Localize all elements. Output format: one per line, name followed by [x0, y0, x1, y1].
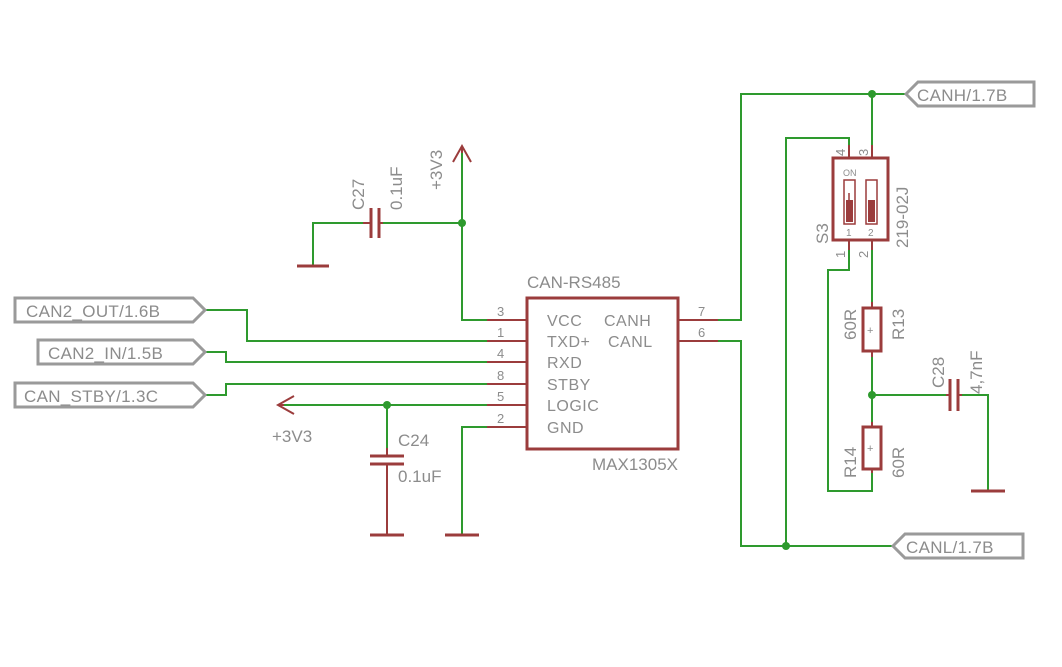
supply-top-label: +3V3 — [427, 150, 446, 190]
ic-pin-name: TXD+ — [547, 334, 590, 351]
r13-value: 60R — [841, 309, 860, 340]
supply-left-label: +3V3 — [272, 427, 312, 446]
c27-value: 0.1uF — [387, 167, 406, 210]
ic-body — [525, 296, 680, 451]
s3-pin1: 1 — [833, 251, 848, 258]
port-can2-in: CAN2_IN/1.5B — [36, 338, 208, 366]
c28-name: C28 — [929, 357, 948, 388]
port-can-stby: CAN_STBY/1.3C — [13, 381, 208, 409]
junction-dot — [868, 391, 876, 399]
junctions — [383, 90, 876, 550]
s3-on-text: ON — [843, 168, 857, 178]
s3-pin3: 3 — [856, 149, 871, 156]
s3-name: S3 — [813, 223, 832, 244]
ic-pin-name: VCC — [547, 313, 582, 330]
wire-gnd — [461, 426, 527, 535]
wire-s3-r14 — [827, 250, 873, 492]
ic-pin-num: 3 — [497, 304, 504, 319]
capacitor-c28: C28 4,7nF — [929, 351, 986, 411]
ic-name: CAN-RS485 — [527, 273, 621, 292]
junction-dot — [782, 542, 790, 550]
r14-value: 60R — [889, 447, 908, 478]
r13-plus: + — [867, 325, 873, 337]
r14-plus: + — [867, 443, 873, 455]
junction-dot — [458, 219, 466, 227]
s3-sw2-label: 2 — [868, 228, 874, 239]
s3-pin4: 4 — [833, 149, 848, 156]
port-can2-out-label: CAN2_OUT/1.6B — [26, 302, 160, 321]
r13-name: R13 — [889, 309, 908, 340]
dip-switch-s3: ON 1 2 4 3 1 2 S3 219-02J — [813, 145, 912, 258]
ic-pin-num: 1 — [497, 325, 504, 340]
ic-pin-num: 8 — [497, 368, 504, 383]
port-canl: CANL/1.7B — [890, 532, 1025, 560]
r14-name: R14 — [841, 447, 860, 478]
wire-can-stby — [205, 383, 527, 396]
port-can2-in-label: CAN2_IN/1.5B — [48, 344, 163, 363]
s3-slider-2 — [868, 200, 875, 222]
port-can2-out: CAN2_OUT/1.6B — [13, 296, 208, 324]
s3-sw1-label: 1 — [846, 228, 852, 239]
ic-pin-name: GND — [547, 420, 584, 437]
resistor-r13: + 60R R13 — [841, 302, 908, 357]
ic-pin-name: LOGIC — [547, 398, 599, 415]
wire-vcc-supply — [461, 153, 527, 321]
wire-c28-gnd — [962, 394, 989, 491]
capacitor-c27: C27 0.1uF — [349, 167, 406, 238]
junction-dot — [383, 401, 391, 409]
c24-value: 0.1uF — [398, 467, 441, 486]
ic-pin-name: CANH — [604, 313, 651, 330]
ic-pin-name: CANL — [608, 334, 653, 351]
capacitor-c24: C24 0.1uF — [370, 431, 441, 535]
wire-can2-out — [205, 309, 527, 342]
wires — [205, 93, 989, 547]
ic-pin-num: 6 — [698, 325, 705, 340]
c24-name: C24 — [398, 431, 429, 450]
port-canl-label: CANL/1.7B — [906, 538, 994, 557]
wire-c27-gnd — [312, 222, 363, 266]
ic-pin-num: 4 — [497, 346, 504, 361]
ic-can-rs485: CAN-RS485 MAX1305X 3 1 4 8 5 2 VCC TXD+ … — [487, 273, 718, 474]
wire-can2-in — [205, 351, 527, 363]
ic-value: MAX1305X — [592, 455, 678, 474]
junction-dot — [868, 90, 876, 98]
c27-name: C27 — [349, 179, 368, 210]
port-canh: CANH/1.7B — [903, 80, 1036, 108]
supply-3v3-top: +3V3 — [427, 143, 472, 190]
ic-pin-num: 7 — [698, 304, 705, 319]
port-canh-label: CANH/1.7B — [917, 86, 1008, 105]
s3-value: 219-02J — [893, 187, 912, 248]
ic-pin-num: 2 — [497, 411, 504, 426]
supply-3v3-left: +3V3 — [272, 395, 312, 446]
ic-pin-num: 5 — [497, 389, 504, 404]
ic-pin-name: STBY — [547, 377, 591, 394]
s3-pin2: 2 — [856, 251, 871, 258]
ic-pin-name: RXD — [547, 355, 582, 372]
c28-value: 4,7nF — [967, 351, 986, 394]
resistor-r14: + R14 60R — [841, 422, 908, 478]
port-can-stby-label: CAN_STBY/1.3C — [24, 387, 158, 406]
wire-canl-s3 — [785, 137, 850, 546]
